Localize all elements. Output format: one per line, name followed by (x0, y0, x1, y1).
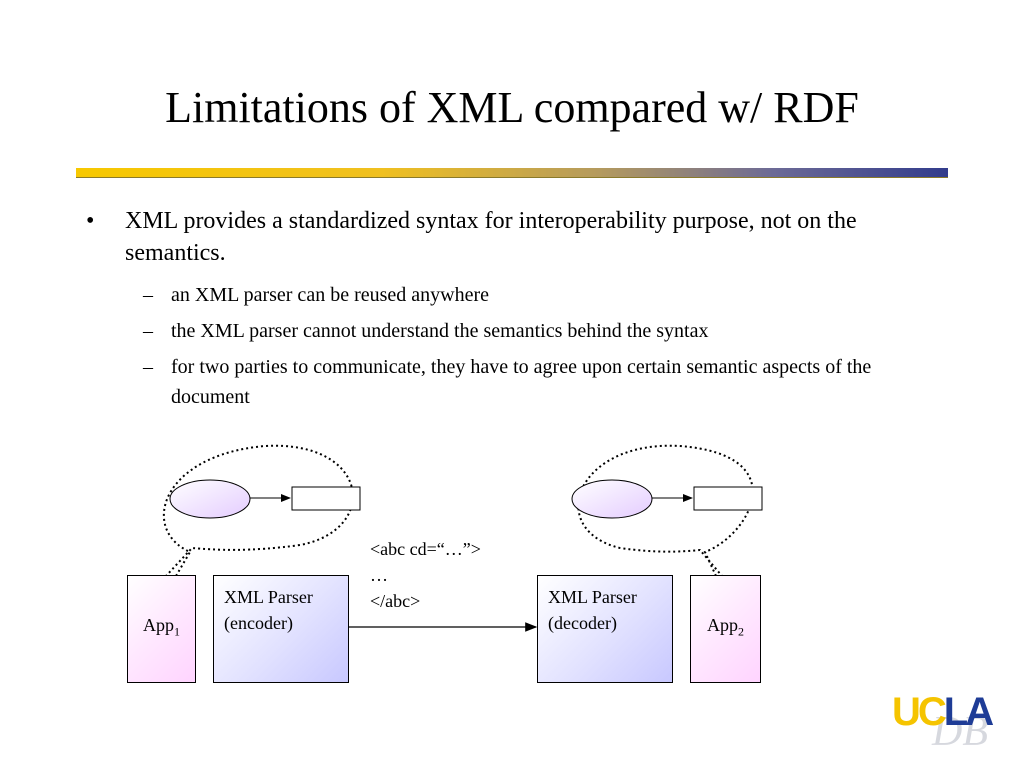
ucla-db-logo: DB UCLA (892, 690, 1004, 755)
title-divider (76, 168, 948, 178)
sub-marker-2: – (143, 320, 153, 342)
subpoint-3: for two parties to communicate, they hav… (171, 356, 872, 408)
encoder-title: XML Parser (224, 587, 313, 607)
logo-ucla: UCLA (892, 690, 994, 734)
thought-bubble-right (577, 444, 754, 577)
concept-rect-left (291, 486, 361, 511)
sub-marker-1: – (143, 284, 153, 306)
encoder-box: XML Parser (encoder) (213, 575, 349, 683)
app1-label: App1 (143, 615, 180, 639)
slide-title: Limitations of XML compared w/ RDF (165, 83, 859, 132)
concept-ellipse-left (169, 479, 251, 519)
main-bullet: XML provides a standardized syntax for i… (125, 208, 857, 266)
app1-box: App1 (127, 575, 196, 683)
app2-label: App2 (707, 615, 744, 639)
thought-bubble-left (163, 444, 354, 577)
encoder-role: (encoder) (224, 613, 293, 633)
subpoint-1: an XML parser can be reused anywhere (171, 284, 489, 306)
logo-db-watermark: DB (932, 709, 988, 755)
message-ellipsis: … (370, 565, 388, 585)
decoder-box: XML Parser (decoder) (537, 575, 673, 683)
message-code: <abc cd=“…”> … </abc> (370, 536, 481, 614)
decoder-title: XML Parser (548, 587, 637, 607)
subpoint-2: the XML parser cannot understand the sem… (171, 320, 709, 342)
sub-marker-3: – (143, 356, 153, 378)
concept-ellipse-right (571, 479, 653, 519)
decoder-role: (decoder) (548, 613, 617, 633)
message-close-tag: </abc> (370, 591, 421, 611)
app2-box: App2 (690, 575, 761, 683)
message-open-tag: <abc cd=“…”> (370, 539, 481, 559)
concept-rect-right (693, 486, 763, 511)
bullet-marker: • (86, 208, 95, 234)
